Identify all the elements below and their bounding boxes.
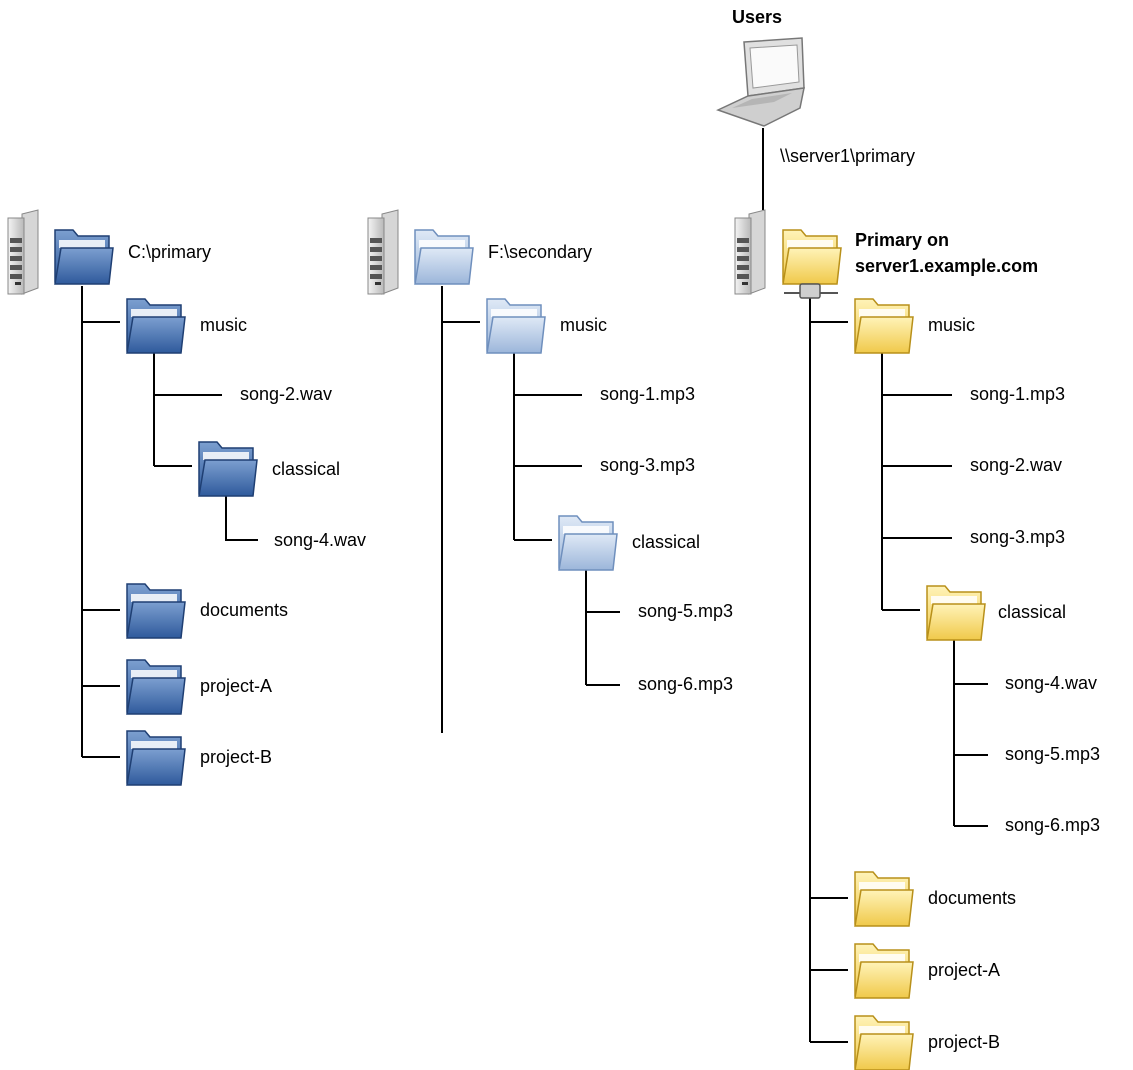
- c-file-song-4-wav: song-4.wav: [274, 530, 366, 550]
- server1-documents-label: documents: [928, 888, 1016, 908]
- server1-file-song-3.mp3: song-3.mp3: [970, 527, 1065, 547]
- f-music-label: music: [560, 315, 607, 335]
- f-classical-label: classical: [632, 532, 700, 552]
- folder-icon-f-music: [486, 298, 546, 354]
- c-file-song-2-wav: song-2.wav: [240, 384, 332, 404]
- c-documents-label: documents: [200, 600, 288, 620]
- server-icon-f-drive: [367, 209, 399, 295]
- f-secondary-root-label: F:\secondary: [488, 242, 592, 262]
- server1-file-song-5.mp3: song-5.mp3: [1005, 744, 1100, 764]
- c-classical-label: classical: [272, 459, 340, 479]
- server1-file-song-1.mp3: song-1.mp3: [970, 384, 1065, 404]
- folder-icon-c-music: [126, 298, 186, 354]
- c-primary-root-label: C:\primary: [128, 242, 211, 262]
- tree-connector-lines: [81, 128, 988, 1043]
- c-project-A-label: project-A: [200, 676, 272, 696]
- folder-icon-server1-documents: [854, 871, 914, 927]
- network-share-icon: [784, 283, 838, 299]
- folder-icon-server1-music: [854, 298, 914, 354]
- server-icon-server1: [734, 209, 766, 295]
- server1-root-label-line1: Primary on: [855, 230, 949, 250]
- c-classical-branch-file: [225, 496, 258, 541]
- tree-labels: C:\primary music song-2.wav classical song-4…: [128, 7, 1100, 1052]
- f-file-song-6.mp3: song-6.mp3: [638, 674, 733, 694]
- folder-icon-server1-classical: [926, 585, 986, 641]
- laptop-icon: [716, 37, 805, 127]
- folder-icon-f-secondary-root: [414, 229, 474, 285]
- server1-file-song-2.wav: song-2.wav: [970, 455, 1062, 475]
- server1-root-label-line2: server1.example.com: [855, 256, 1038, 276]
- f-file-song-3.mp3: song-3.mp3: [600, 455, 695, 475]
- f-file-song-5.mp3: song-5.mp3: [638, 601, 733, 621]
- c-project-B-label: project-B: [200, 747, 272, 767]
- server1-project-A-label: project-A: [928, 960, 1000, 980]
- f-file-song-1.mp3: song-1.mp3: [600, 384, 695, 404]
- folder-icon-server1-project-B: [854, 1015, 914, 1070]
- folder-icon-c-project-A: [126, 659, 186, 715]
- server1-file-song-4.wav: song-4.wav: [1005, 673, 1097, 693]
- server1-music-label: music: [928, 315, 975, 335]
- server1-file-song-6.mp3: song-6.mp3: [1005, 815, 1100, 835]
- folder-icon-c-primary-root: [54, 229, 114, 285]
- folder-icon-c-classical: [198, 441, 258, 497]
- folder-icon-server1-root: [782, 229, 842, 285]
- users-unc-path: \\server1\primary: [780, 146, 915, 166]
- c-music-label: music: [200, 315, 247, 335]
- folder-icon-c-project-B: [126, 730, 186, 786]
- folder-icon-c-documents: [126, 583, 186, 639]
- folder-icon-server1-project-A: [854, 943, 914, 999]
- server-icon-c-drive: [7, 209, 39, 295]
- folder-icon-f-classical: [558, 515, 618, 571]
- users-label: Users: [732, 7, 782, 27]
- tree-icons: [7, 37, 986, 1070]
- server1-project-B-label: project-B: [928, 1032, 1000, 1052]
- server1-classical-label: classical: [998, 602, 1066, 622]
